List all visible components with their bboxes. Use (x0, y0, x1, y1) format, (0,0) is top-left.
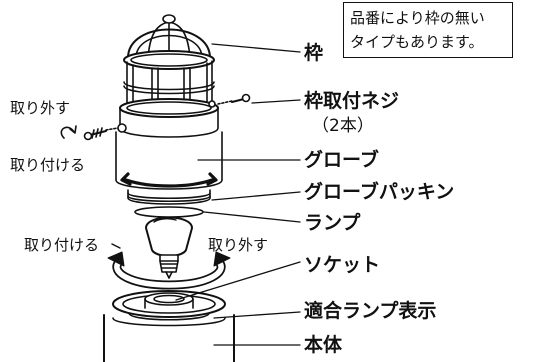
leader-lines (175, 43, 301, 346)
frame-screw-left (83, 127, 107, 141)
label-screw-remove: 取り外す (10, 99, 71, 117)
note-box: 品番により枠の無い タイプもあります。 (343, 2, 513, 58)
label-body: 本体 (304, 334, 343, 356)
note-line-1: 品番により枠の無い (350, 9, 485, 27)
label-socket: ソケット (304, 254, 381, 276)
screw-rotate-arrow (60, 126, 75, 139)
globe (115, 131, 223, 205)
label-lamp-indicator: 適合ランプ表示 (304, 300, 437, 322)
frame-screw-right (231, 93, 251, 103)
label-lamp: ランプ (304, 212, 361, 234)
label-globe-packing: グローブパッキン (304, 181, 455, 203)
globe-packing (134, 206, 204, 218)
lamp-bulb (145, 216, 193, 279)
label-frame-screw: 枠取付ネジ (304, 90, 400, 112)
frame-cage (117, 14, 219, 138)
label-globe: グローブ (304, 149, 379, 171)
lamp-rotation-arrow (107, 251, 231, 290)
label-frame-screw-count: （2本） (312, 116, 374, 136)
label-frame: 枠 (304, 42, 324, 64)
note-line-2: タイプもあります。 (350, 33, 484, 51)
lamp-body (103, 290, 235, 362)
label-screw-attach: 取り付ける (10, 156, 86, 174)
label-lamp-attach: 取り付ける (24, 236, 100, 254)
label-lamp-remove: 取り外す (208, 236, 269, 254)
